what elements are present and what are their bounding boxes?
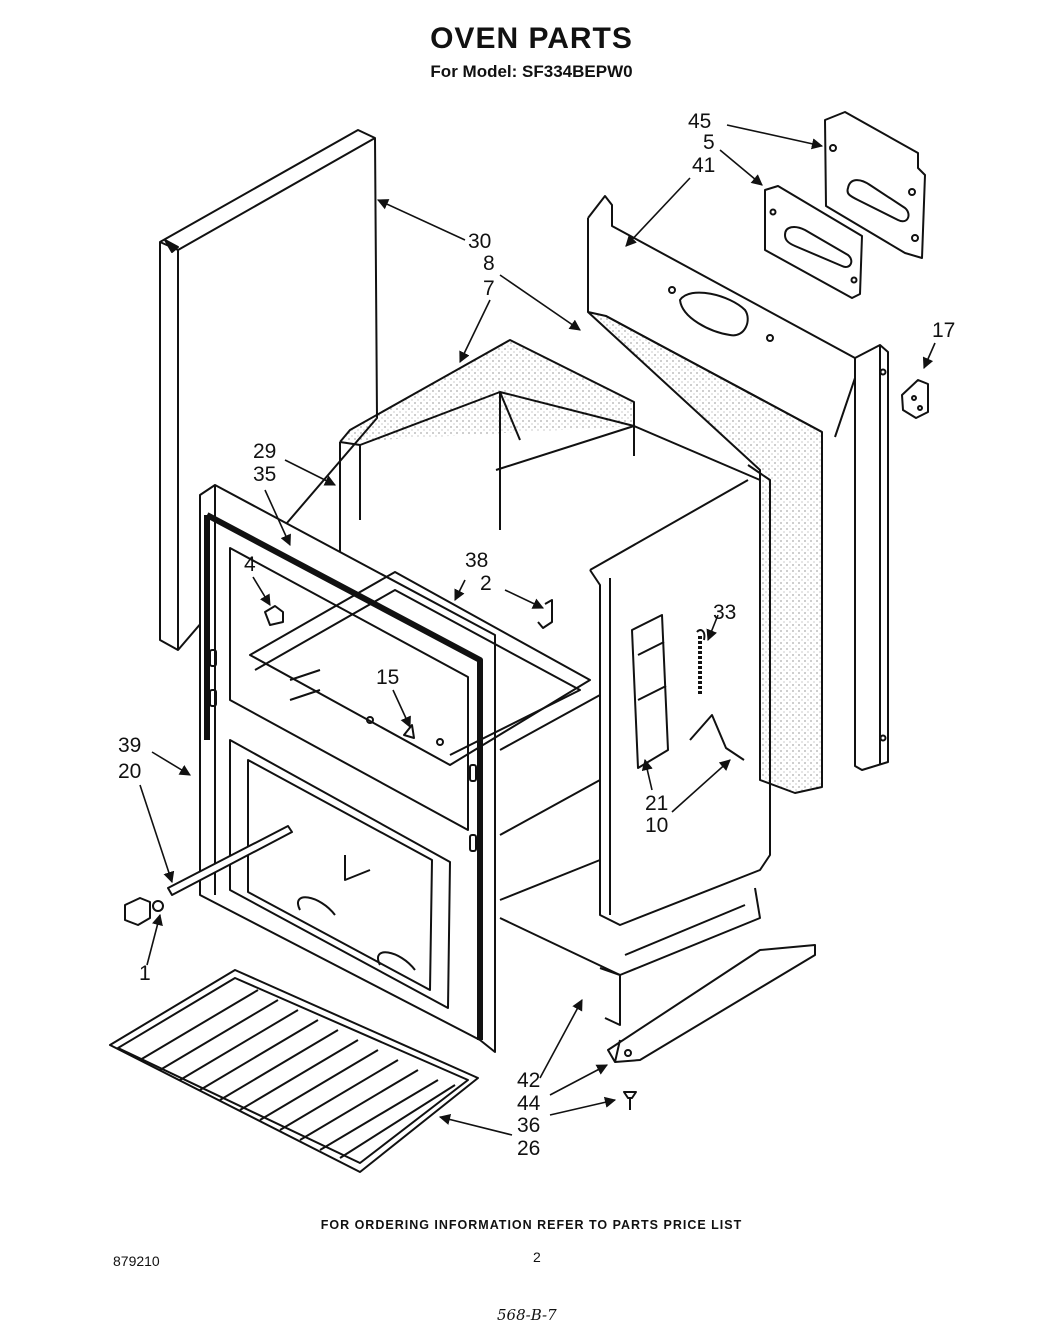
callout-2: 2 <box>480 572 492 595</box>
oven-cavity <box>339 339 771 1026</box>
handwritten-note: 568-B-7 <box>497 1306 557 1324</box>
vent-bracket-45 <box>824 111 926 259</box>
bottom-rail-42 <box>607 944 816 1063</box>
callout-1: 1 <box>139 962 151 985</box>
insulation-blanket <box>587 311 823 794</box>
callout-7: 7 <box>483 277 495 300</box>
callout-42: 42 <box>517 1069 540 1092</box>
callout-4: 4 <box>244 553 256 576</box>
callout-41: 41 <box>692 154 715 177</box>
callout-10: 10 <box>645 814 668 837</box>
vent-gasket-5 <box>764 185 863 299</box>
front-frame <box>199 484 591 1053</box>
part-33-spring <box>696 629 706 695</box>
part-4-clip <box>264 605 284 626</box>
leveling-leg-44 <box>623 1091 637 1110</box>
document-number: 879210 <box>113 1253 160 1269</box>
callout-30: 30 <box>468 230 491 253</box>
callout-8: 8 <box>483 252 495 275</box>
page-number: 2 <box>533 1249 541 1265</box>
side-panel-right <box>854 344 889 771</box>
rack-support-20 <box>124 825 293 926</box>
hinge-bracket-17 <box>901 379 929 419</box>
callout-33: 33 <box>713 601 736 624</box>
page-title: OVEN PARTS <box>430 22 633 55</box>
callout-17: 17 <box>932 319 955 342</box>
callout-20: 20 <box>118 760 141 783</box>
callout-36: 36 <box>517 1114 540 1137</box>
callout-44: 44 <box>517 1092 541 1115</box>
callout-39: 39 <box>118 734 141 757</box>
callout-5: 5 <box>703 131 715 154</box>
callout-26: 26 <box>517 1137 540 1160</box>
callout-45: 45 <box>688 110 711 133</box>
oven-rack <box>109 969 479 1173</box>
callout-35: 35 <box>253 463 276 486</box>
leader-lines <box>139 124 936 1136</box>
part-15-clip <box>403 724 415 739</box>
part-2-bracket <box>537 599 553 629</box>
callout-38: 38 <box>465 549 488 572</box>
callout-labels: 45 5 41 30 8 7 17 29 35 4 38 2 33 15 39 … <box>118 110 955 1160</box>
part-10-wire <box>689 714 745 761</box>
model-subtitle: For Model: SF334BEPW0 <box>430 62 633 81</box>
callout-21: 21 <box>645 792 668 815</box>
callout-15: 15 <box>376 666 399 689</box>
ordering-note: FOR ORDERING INFORMATION REFER TO PARTS … <box>320 1218 743 1232</box>
callout-29: 29 <box>253 440 276 463</box>
